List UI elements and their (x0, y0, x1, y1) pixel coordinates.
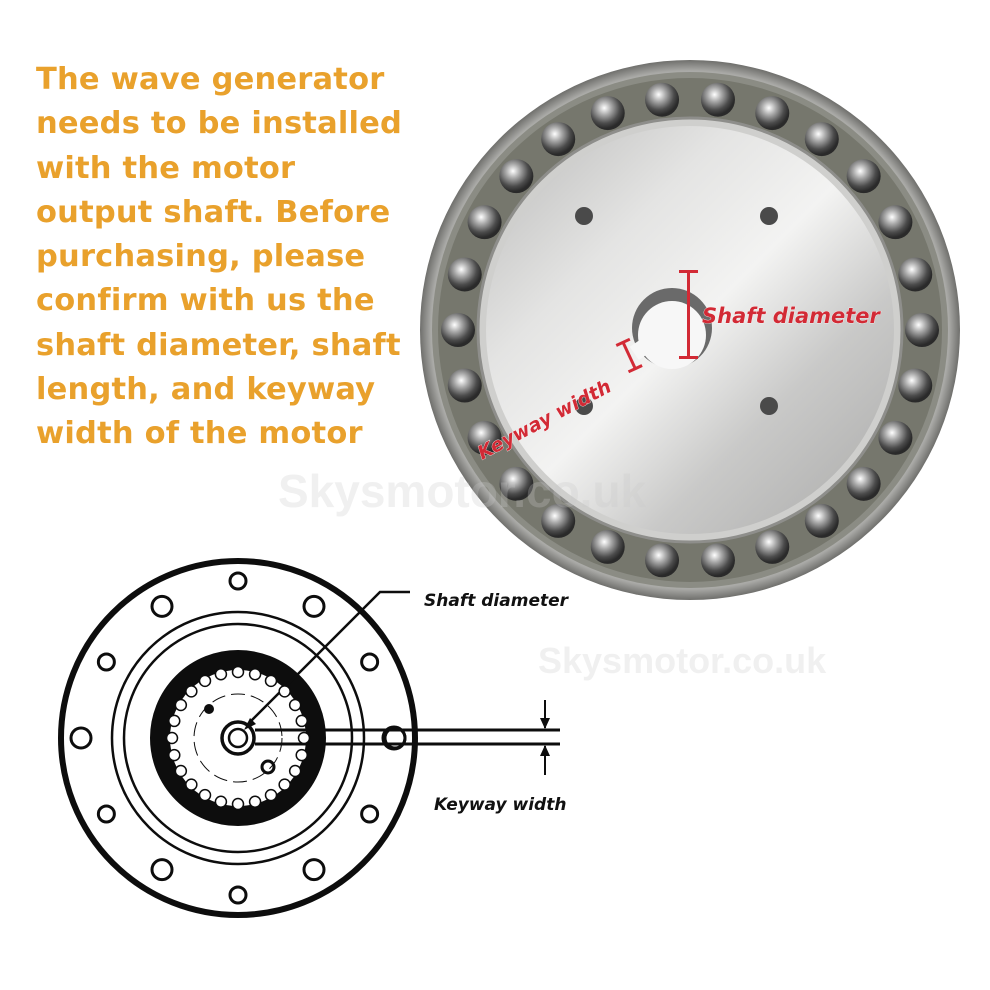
instruction-line: output shaft. Before (36, 194, 391, 230)
instruction-text: The wave generator needs to be installed… (36, 58, 416, 457)
instruction-line: needs to be installed (36, 106, 403, 142)
mount-hole (760, 397, 778, 415)
keyway-width-marker (615, 337, 643, 374)
instruction-line: shaft diameter, shaft (36, 327, 401, 363)
watermark: Skysmotor.co.uk (538, 640, 827, 681)
instruction-line: width of the motor (36, 416, 363, 452)
shaft-diameter-label: Shaft diameter (702, 304, 882, 328)
watermark: Skysmotor.co.uk (278, 465, 647, 517)
arrow-up-icon (540, 745, 550, 756)
shaft-diameter-marker (679, 270, 698, 359)
shaft-hub (220, 720, 256, 756)
mount-hole (575, 207, 593, 225)
instruction-line: confirm with us the (36, 283, 375, 319)
mount-hole (760, 207, 778, 225)
instruction-line: with the motor (36, 150, 296, 186)
instruction-line: purchasing, please (36, 239, 366, 275)
bearing-balls (441, 82, 939, 578)
drawing-keyway-width-label: Keyway width (434, 795, 567, 815)
instruction-line: length, and keyway (36, 372, 376, 408)
flange-outline (58, 558, 418, 918)
wave-generator-photo: Shaft diameter Keyway width (420, 60, 960, 600)
instruction-line: The wave generator (36, 62, 385, 97)
arrow-down-icon (540, 718, 550, 729)
flexspline-ring (150, 650, 326, 826)
mount-hole (575, 397, 593, 415)
drawing-balls (165, 665, 311, 811)
shaft-diameter-leader (247, 590, 410, 725)
technical-drawing (58, 558, 560, 918)
flange-bolt-holes (69, 571, 407, 905)
drawing-shaft-diameter-label: Shaft diameter (424, 591, 569, 611)
